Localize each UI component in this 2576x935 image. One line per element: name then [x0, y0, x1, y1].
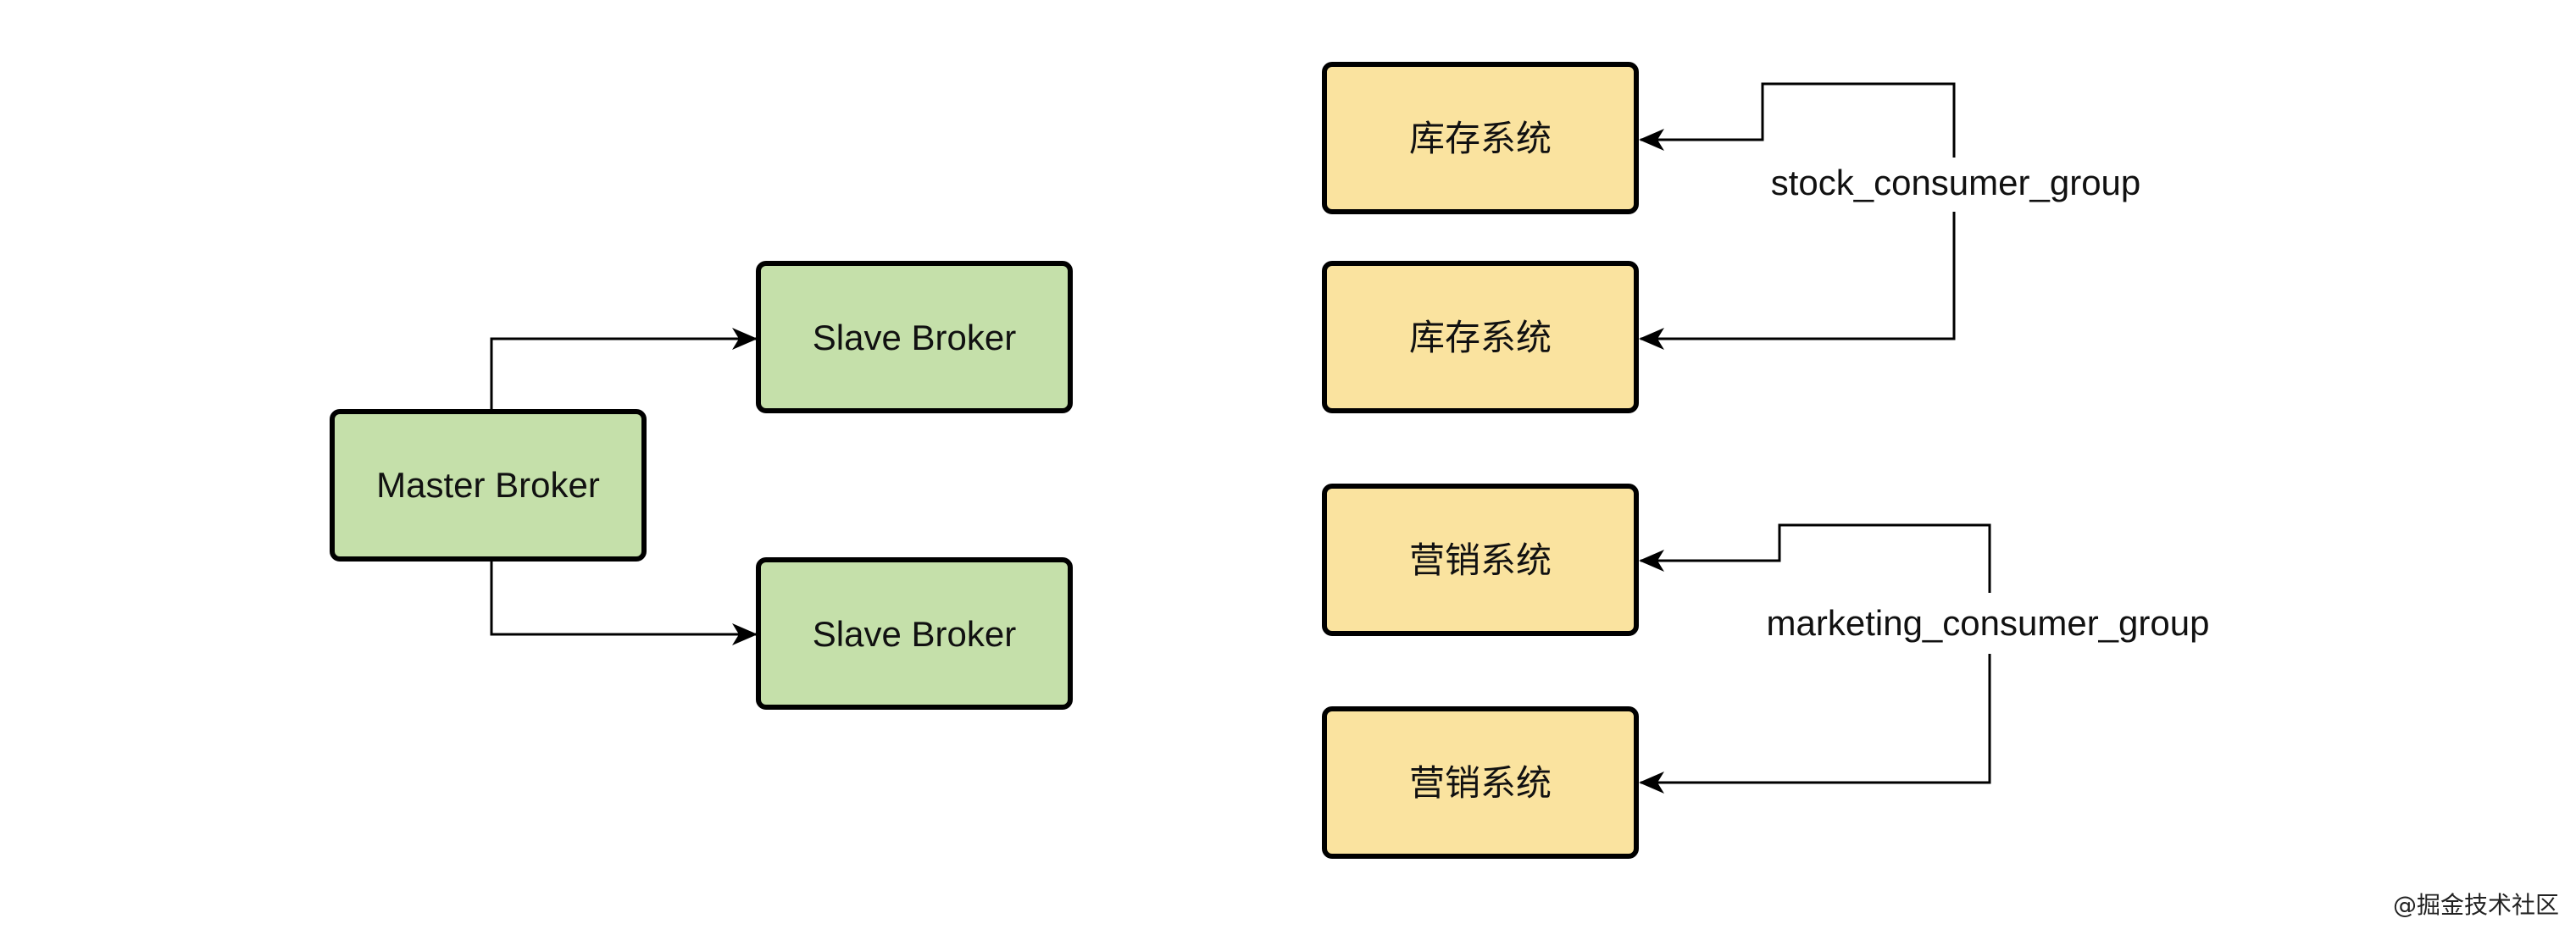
master-broker-box: [330, 409, 647, 562]
watermark-text: @掘金技术社区: [2393, 891, 2559, 919]
slave-broker-label: Slave Broker: [813, 318, 1016, 357]
stock-consumer-group: 库存系统 库存系统 stock_consumer_group: [1322, 62, 2141, 413]
master-broker-label: Master Broker: [376, 465, 600, 505]
slave-broker-box: [756, 557, 1073, 710]
slave-broker-node: Slave Broker: [756, 557, 1073, 710]
stock-system-box: [1322, 261, 1639, 413]
marketing-system-label: 营销系统: [1409, 540, 1552, 580]
master-broker-node: Master Broker: [330, 409, 647, 562]
slave-broker-node: Slave Broker: [756, 261, 1073, 413]
stock-system-box: [1322, 62, 1639, 214]
edge-stock-group-to-consumer-2: [1639, 212, 1956, 350]
edge-stock-group-to-consumer-1: [1639, 82, 1956, 158]
edge-marketing-group-to-consumer-1: [1639, 523, 1991, 593]
marketing-consumer-group: 营销系统 营销系统 marketing_consumer_group: [1322, 484, 2210, 859]
edge-marketing-group-to-consumer-2: [1639, 654, 1991, 794]
slave-broker-label: Slave Broker: [813, 614, 1016, 654]
edge-master-to-slave-2: [490, 561, 758, 645]
marketing-consumer-group-label: marketing_consumer_group: [1767, 603, 2210, 643]
slave-broker-box: [756, 261, 1073, 413]
marketing-system-box: [1322, 706, 1639, 859]
stock-system-label: 库存系统: [1409, 318, 1552, 357]
marketing-system-label: 营销系统: [1409, 763, 1552, 803]
stock-system-label: 库存系统: [1409, 119, 1552, 158]
stock-consumer-group-label: stock_consumer_group: [1771, 163, 2141, 202]
marketing-system-box: [1322, 484, 1639, 636]
edge-master-to-slave-1: [490, 328, 758, 410]
